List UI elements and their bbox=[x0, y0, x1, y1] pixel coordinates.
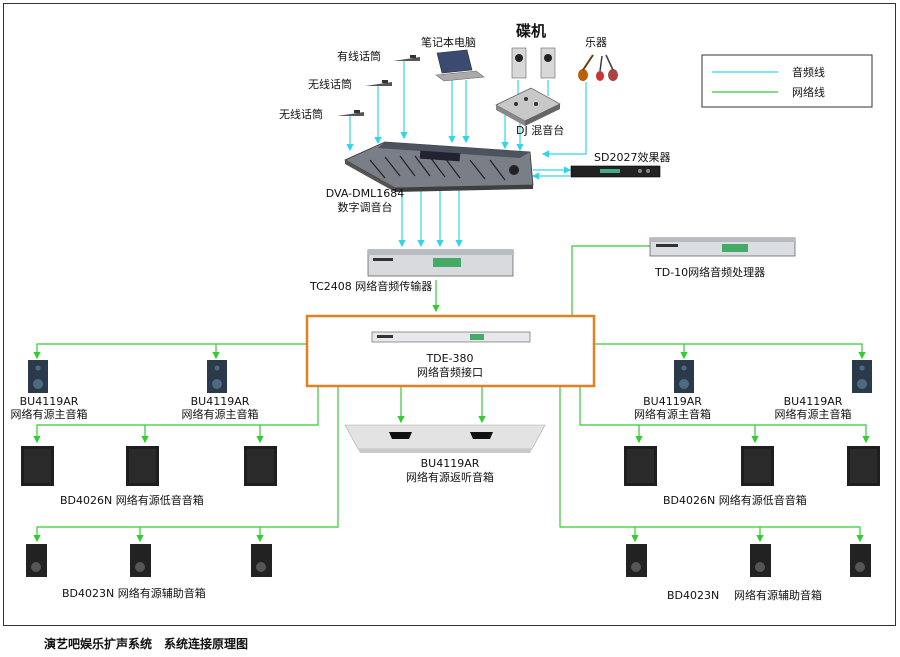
wireless-mic-2-label: 无线话筒 bbox=[279, 108, 323, 121]
console-name: 数字调音台 bbox=[337, 201, 393, 214]
cd-player-icon bbox=[511, 47, 556, 79]
legend-audio-label: 音频线 bbox=[792, 66, 825, 79]
wired-mic-label: 有线话筒 bbox=[337, 50, 381, 63]
diagram-caption: 演艺吧娱乐扩声系统 系统连接原理图 bbox=[44, 637, 249, 651]
right-sub-1-icon bbox=[624, 446, 657, 486]
monitor-name: 网络有源返听音箱 bbox=[406, 471, 494, 484]
right-sub-2-icon bbox=[741, 446, 774, 486]
dj-mixer-icon bbox=[495, 87, 561, 126]
left-main-speaker-2-icon bbox=[207, 360, 227, 393]
legend bbox=[701, 54, 873, 108]
right-aux-name: 网络有源辅助音箱 bbox=[734, 589, 822, 602]
right-main-2-model: BU4119AR bbox=[783, 395, 843, 408]
instruments-icon bbox=[578, 54, 618, 81]
cd-player-label: 碟机 bbox=[516, 22, 547, 40]
left-sub-3-icon bbox=[244, 446, 277, 486]
monitor-stage-icon bbox=[344, 424, 546, 453]
left-main-2-name: 网络有源主音箱 bbox=[181, 408, 259, 421]
left-main-2-model: BU4119AR bbox=[190, 395, 250, 408]
monitor-model: BU4119AR bbox=[420, 457, 480, 470]
laptop-icon bbox=[435, 49, 485, 82]
right-main-1-model: BU4119AR bbox=[643, 395, 702, 408]
left-sub-1-icon bbox=[21, 446, 54, 486]
right-main-speaker-1-icon bbox=[674, 360, 694, 393]
tc2408-transmitter-icon bbox=[367, 249, 514, 277]
network-lines bbox=[33, 245, 870, 543]
left-aux-label: BD4023N 网络有源辅助音箱 bbox=[62, 587, 206, 600]
left-aux-2-icon bbox=[130, 544, 151, 577]
right-sub-label: BD4026N 网络有源低音音箱 bbox=[663, 494, 807, 507]
left-aux-1-icon bbox=[26, 544, 47, 577]
tde380-interface-icon bbox=[371, 331, 531, 343]
td10-processor-icon bbox=[649, 237, 796, 257]
interface-name: 网络音频接口 bbox=[417, 366, 483, 379]
right-main-1-name: 网络有源主音箱 bbox=[634, 408, 711, 421]
dj-mixer-label: DJ 混音台 bbox=[516, 124, 565, 137]
right-sub-3-icon bbox=[847, 446, 880, 486]
left-main-1-name: 网络有源主音箱 bbox=[10, 408, 88, 421]
left-main-speaker-1-icon bbox=[28, 360, 48, 393]
instruments-label: 乐器 bbox=[585, 36, 607, 49]
digital-console-icon bbox=[344, 141, 534, 192]
transmitter-label: TC2408 网络音频传输器 bbox=[310, 280, 433, 293]
processor-label: TD-10网络音频处理器 bbox=[655, 266, 766, 279]
laptop-label: 笔记本电脑 bbox=[421, 36, 476, 49]
console-model: DVA-DML1684 bbox=[325, 187, 405, 200]
audio-lines bbox=[346, 60, 587, 248]
effects-label: SD2027效果器 bbox=[594, 151, 671, 164]
effects-processor-icon bbox=[570, 165, 661, 178]
left-sub-label: BD4026N 网络有源低音音箱 bbox=[60, 494, 204, 507]
right-main-speaker-2-icon bbox=[852, 360, 872, 393]
wireless-mic-2-icon bbox=[337, 110, 364, 116]
wireless-mic-1-label: 无线话筒 bbox=[308, 78, 352, 91]
wireless-mic-1-icon bbox=[365, 80, 392, 86]
right-aux-1-icon bbox=[626, 544, 647, 577]
wired-mic-icon bbox=[393, 55, 420, 61]
tde380-highlight-box bbox=[305, 314, 596, 388]
legend-network-label: 网络线 bbox=[792, 86, 825, 99]
right-aux-2-icon bbox=[750, 544, 771, 577]
right-main-2-name: 网络有源主音箱 bbox=[774, 408, 852, 421]
left-main-1-model: BU4119AR bbox=[19, 395, 79, 408]
interface-model: TDE-380 bbox=[426, 352, 474, 365]
right-aux-3-icon bbox=[850, 544, 871, 577]
left-aux-3-icon bbox=[251, 544, 272, 577]
diagram-frame bbox=[3, 3, 896, 626]
left-sub-2-icon bbox=[126, 446, 159, 486]
right-aux-model: BD4023N bbox=[667, 589, 720, 602]
